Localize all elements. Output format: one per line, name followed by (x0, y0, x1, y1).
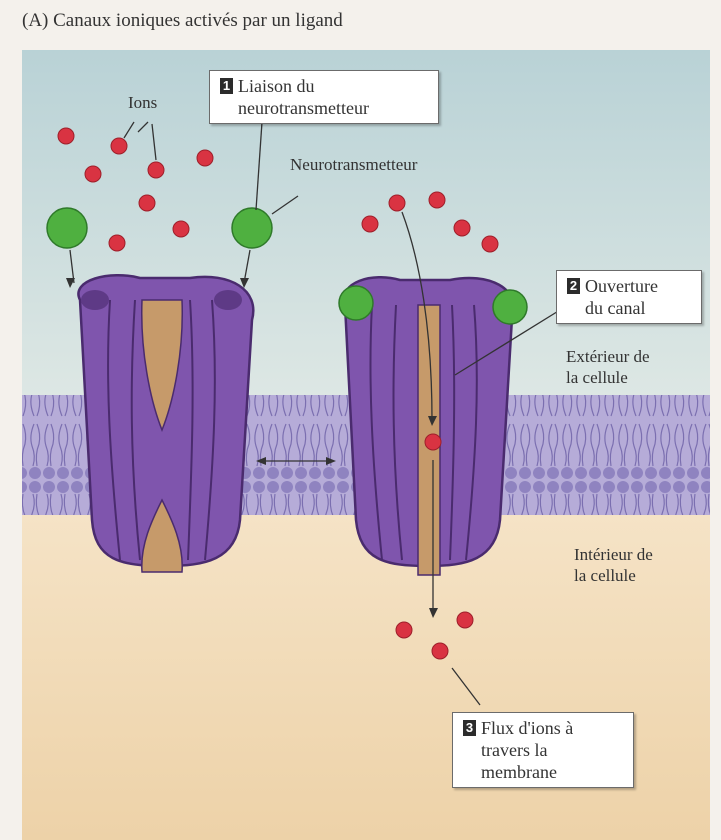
step-3-number: 3 (463, 720, 476, 736)
ion-in-pore (425, 434, 441, 450)
neurotransmitter-label: Neurotransmetteur (290, 154, 417, 175)
neurotransmitter-molecule (47, 208, 87, 248)
step-2-number: 2 (567, 278, 580, 294)
ions-label: Ions (128, 92, 157, 113)
step-1-number: 1 (220, 78, 233, 94)
neurotransmitter-molecule (232, 208, 272, 248)
closed-channel (78, 275, 253, 572)
